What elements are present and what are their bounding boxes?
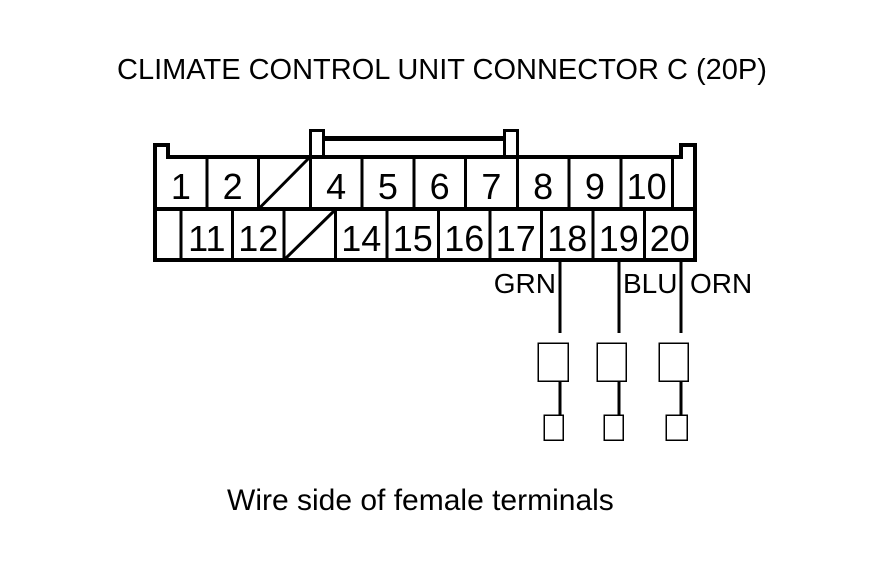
blocked-pin3-diagonal: [258, 157, 310, 209]
pin-11-label: 11: [188, 218, 225, 259]
blocked-pin13-diagonal: [284, 209, 336, 260]
pin-10-label: 10: [627, 166, 667, 207]
latch-post-left: [309, 129, 325, 158]
pin-18-label: 18: [547, 218, 587, 259]
wire-pin20-group: ORN: [658, 262, 752, 441]
pin-1-label: 1: [171, 166, 191, 207]
pin-2-label: 2: [223, 166, 243, 207]
pin-5-label: 5: [378, 166, 398, 207]
pin-7-label: 7: [481, 166, 501, 207]
pin-19-label: 19: [599, 218, 639, 259]
pin-8-label: 8: [533, 166, 553, 207]
pin-9-label: 9: [585, 166, 605, 207]
connector-housing: 1 2 4 5 6 7 8 9 10 11 12 14 15 16 17 18 …: [153, 129, 697, 262]
pin-16-label: 16: [444, 218, 484, 259]
terminal-pin19-box: [596, 342, 627, 382]
latch-bar: [322, 136, 506, 141]
pin-15-label: 15: [393, 218, 433, 259]
pin-4-label: 4: [326, 166, 346, 207]
pin-6-label: 6: [430, 166, 450, 207]
wire-pin20-color-label: ORN: [690, 268, 752, 299]
pin-17-label: 17: [496, 218, 536, 259]
pin-14-label: 14: [341, 218, 381, 259]
diagram-caption: Wire side of female terminals: [227, 484, 614, 517]
wire-pin19-color-label: BLU: [623, 268, 677, 299]
wire-pin18-group: GRN: [494, 262, 569, 441]
wire-pin18-color-label: GRN: [494, 268, 556, 299]
terminal-pin18-box: [537, 342, 569, 382]
pin-12-label: 12: [238, 218, 278, 259]
wire-pin19-group: BLU: [596, 262, 677, 441]
latch-post-right: [503, 129, 519, 158]
terminal-pin18-tip: [543, 414, 564, 441]
terminal-pin20-tip: [665, 414, 688, 441]
diagram-title: CLIMATE CONTROL UNIT CONNECTOR C (20P): [117, 54, 767, 86]
connector-outline: [153, 143, 697, 262]
pin-20-label: 20: [650, 218, 690, 259]
terminal-pin20-box: [658, 342, 689, 382]
terminal-pin19-tip: [603, 414, 624, 441]
